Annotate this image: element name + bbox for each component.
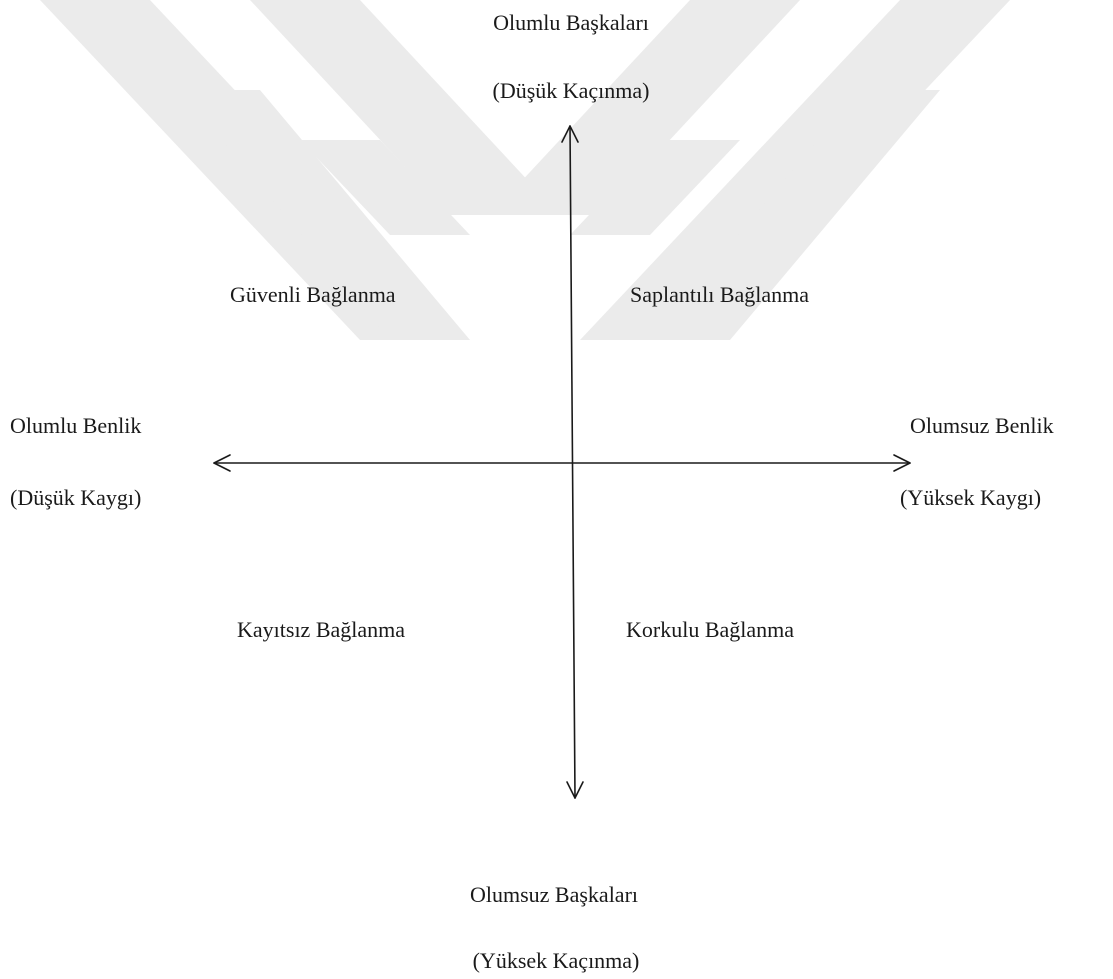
bottom-axis-label: Olumsuz Başkaları bbox=[469, 882, 639, 907]
left-axis-label: Olumlu Benlik bbox=[10, 413, 142, 438]
left-axis-sublabel: (Düşük Kaygı) bbox=[10, 485, 142, 510]
watermark-left-chevron-inner bbox=[250, 0, 560, 215]
right-axis-label: Olumsuz Benlik bbox=[910, 413, 1054, 438]
bottom-axis-sublabel: (Yüksek Kaçınma) bbox=[472, 948, 640, 973]
vertical-axis bbox=[569, 125, 576, 799]
arrow-down-icon bbox=[566, 781, 584, 799]
quadrant-fearful: Korkulu Bağlanma bbox=[626, 617, 795, 642]
watermark-center-left bbox=[300, 140, 470, 235]
watermark-right-chevron-inner bbox=[490, 0, 800, 215]
watermark-center-right bbox=[570, 140, 740, 235]
right-axis-sublabel: (Yüksek Kaygı) bbox=[900, 485, 1042, 510]
arrow-up-icon bbox=[561, 125, 579, 143]
watermark-lower-left bbox=[180, 90, 470, 340]
top-axis-label: Olumlu Başkaları bbox=[493, 10, 649, 35]
watermark-lower-right bbox=[650, 90, 940, 340]
quadrant-dismissive: Kayıtsız Bağlanma bbox=[237, 617, 406, 642]
top-axis-sublabel: (Düşük Kaçınma) bbox=[492, 78, 650, 103]
quadrant-secure: Güvenli Bağlanma bbox=[230, 282, 396, 307]
arrow-right-icon bbox=[893, 454, 911, 472]
arrow-left-icon bbox=[213, 454, 231, 472]
quadrant-preoccupied: Saplantılı Bağlanma bbox=[630, 282, 810, 307]
